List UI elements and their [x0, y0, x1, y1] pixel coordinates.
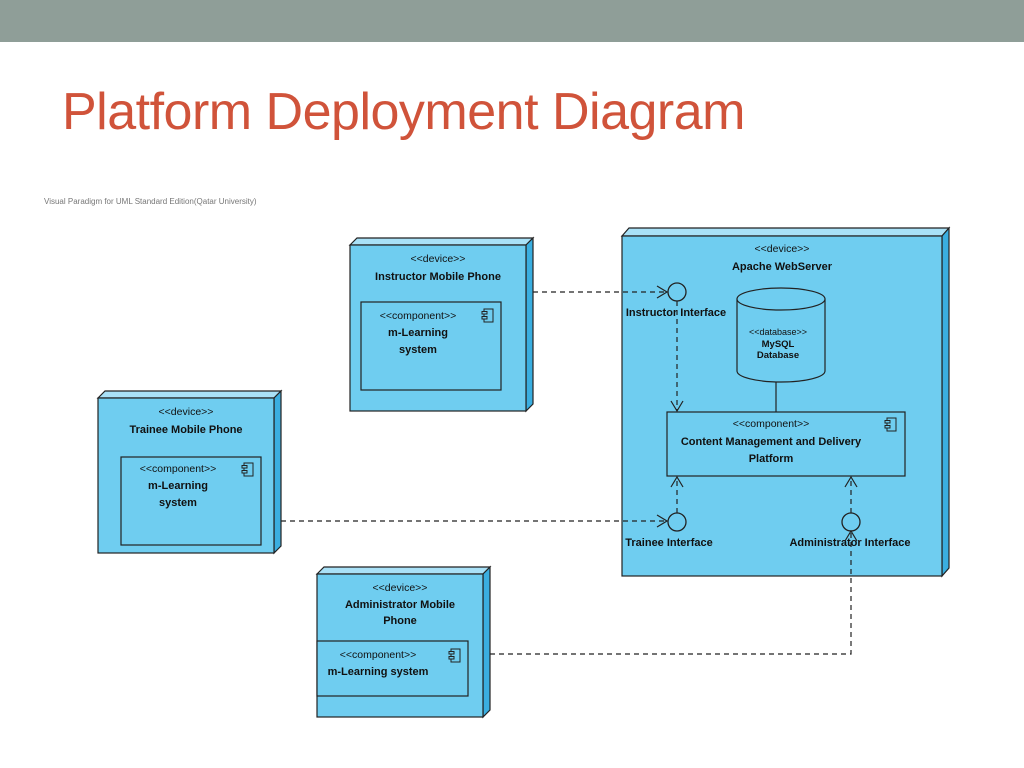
cms-component-stereotype: <<component>>	[733, 418, 809, 430]
database-stereotype: <<database>>	[749, 327, 807, 337]
watermark-text: Visual Paradigm for UML Standard Edition…	[44, 197, 257, 206]
instructor-device-stereotype: <<device>>	[411, 253, 466, 265]
administrator-device-stereotype: <<device>>	[373, 582, 428, 594]
administrator-interface-label: Administrator Interface	[789, 537, 910, 549]
trainee-interface-to-cms-dependency	[670, 475, 684, 513]
administrator-device-name-line2: Phone	[383, 615, 417, 627]
instructor-component-stereotype: <<component>>	[380, 310, 456, 322]
administrator-device-node[interactable]: <<device>> Administrator Mobile Phone <<…	[315, 565, 492, 719]
administrator-to-interface-dependency	[490, 529, 858, 655]
trainee-component-name-line1: m-Learning	[148, 480, 208, 492]
cms-component-name-line2: Platform	[749, 453, 794, 465]
trainee-device-stereotype: <<device>>	[159, 406, 214, 418]
trainee-device-node[interactable]: <<device>> Trainee Mobile Phone <<compon…	[96, 389, 283, 555]
instructor-to-interface-dependency	[533, 285, 669, 299]
instructor-device-node[interactable]: <<device>> Instructor Mobile Phone <<com…	[348, 236, 535, 413]
trainee-interface-label: Trainee Interface	[625, 537, 712, 549]
instructor-component[interactable]: <<component>> m-Learning system	[360, 301, 502, 391]
trainee-component-name-line2: system	[159, 497, 197, 509]
administrator-device-name-line1: Administrator Mobile	[345, 599, 455, 611]
top-bar	[0, 0, 1024, 42]
trainee-interface[interactable]: Trainee Interface	[625, 512, 713, 549]
instructor-device-name: Instructor Mobile Phone	[375, 271, 501, 283]
mysql-database[interactable]: <<database>> MySQL Database	[736, 287, 826, 383]
trainee-component[interactable]: <<component>> m-Learning system	[120, 456, 262, 546]
instructor-interface-to-cms-dependency	[670, 301, 684, 413]
administrator-component[interactable]: <<component>> m-Learning system	[316, 640, 469, 697]
content-management-component[interactable]: <<component>> Content Management and Del…	[666, 411, 906, 477]
administrator-component-stereotype: <<component>>	[340, 649, 416, 661]
slide-title: Platform Deployment Diagram	[62, 83, 745, 141]
administrator-interface-to-cms-dependency	[844, 475, 858, 513]
instructor-component-name-line2: system	[399, 344, 437, 356]
instructor-component-name-line1: m-Learning	[388, 327, 448, 339]
trainee-device-name: Trainee Mobile Phone	[129, 424, 242, 436]
server-device-name: Apache WebServer	[732, 261, 833, 273]
trainee-to-interface-dependency	[281, 514, 669, 528]
instructor-interface-label: Instructor Interface	[626, 307, 726, 319]
database-name-line2: Database	[757, 350, 799, 361]
cms-component-name-line1: Content Management and Delivery	[681, 436, 862, 448]
database-name-line1: MySQL	[762, 339, 795, 350]
server-device-stereotype: <<device>>	[755, 243, 810, 255]
administrator-component-name: m-Learning system	[328, 666, 429, 678]
trainee-component-stereotype: <<component>>	[140, 463, 216, 475]
